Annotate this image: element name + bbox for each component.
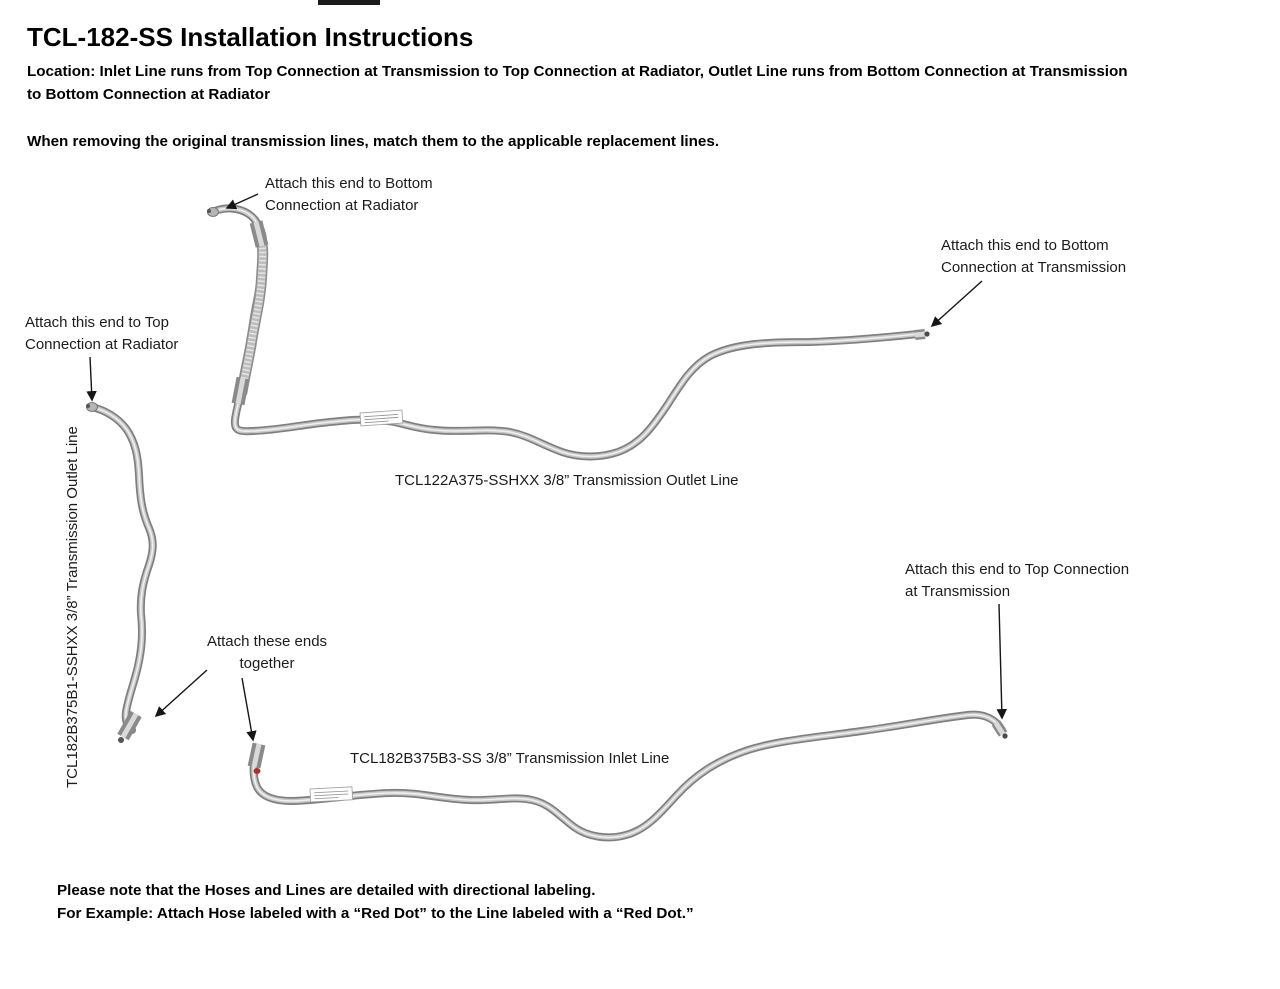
directional-labeling-note: Please note that the Hoses and Lines are…: [57, 882, 694, 922]
inlet-left-end-fitting: [247, 742, 266, 774]
annotation-attach-together: Attach these ends together: [206, 633, 328, 672]
vertical-line-top-end-fitting: [86, 402, 98, 412]
outlet-radiator-end-fitting: [207, 207, 219, 217]
arrow-to-transmission-top-end: [996, 603, 1008, 720]
hose-ferrule-top: [249, 220, 269, 248]
inlet-right-end-fitting: [991, 720, 1008, 739]
outlet-line-tube: [207, 208, 930, 457]
label-outlet-main-line: TCL122A375-SSHXX 3/8” Transmission Outle…: [395, 472, 739, 489]
arrow-to-vertical-line-bottom: [154, 669, 208, 718]
removal-note: When removing the original transmission …: [27, 133, 720, 150]
cropped-header-artifact: [318, 0, 380, 5]
red-dot-marker: [253, 768, 261, 774]
annotation-top-radiator: Attach this end to Top Connection at Rad…: [25, 314, 179, 353]
arrow-to-radiator-bottom-end: [225, 193, 259, 210]
arrow-to-radiator-top-end: [86, 356, 97, 402]
braided-hose-section: [242, 232, 263, 392]
part-tag: [309, 786, 354, 803]
arrow-to-transmission-bottom-end: [930, 280, 983, 328]
label-outlet-vertical-line: TCL182B375B1-SSHXX 3/8” Transmission Out…: [64, 426, 81, 788]
annotation-bottom-radiator: Attach this end to Bottom Connection at …: [265, 175, 433, 214]
arrow-to-inlet-left-end: [241, 677, 257, 742]
location-text: Location: Inlet Line runs from Top Conne…: [27, 63, 1128, 103]
outlet-transmission-end-fitting: [914, 329, 930, 340]
annotation-top-transmission: Attach this end to Top Connection at Tra…: [905, 561, 1130, 600]
annotation-bottom-transmission: Attach this end to Bottom Connection at …: [941, 237, 1127, 276]
outlet-vertical-tube: [86, 402, 153, 743]
hose-ferrule-bottom: [231, 376, 250, 406]
label-inlet-main-line: TCL182B375B3-SS 3/8” Transmission Inlet …: [350, 750, 670, 767]
part-tag: [359, 409, 404, 427]
vertical-line-bottom-end-fitting: [117, 710, 142, 743]
page-title: TCL-182-SS Installation Instructions: [27, 22, 474, 52]
inlet-line-tube: [247, 715, 1008, 838]
